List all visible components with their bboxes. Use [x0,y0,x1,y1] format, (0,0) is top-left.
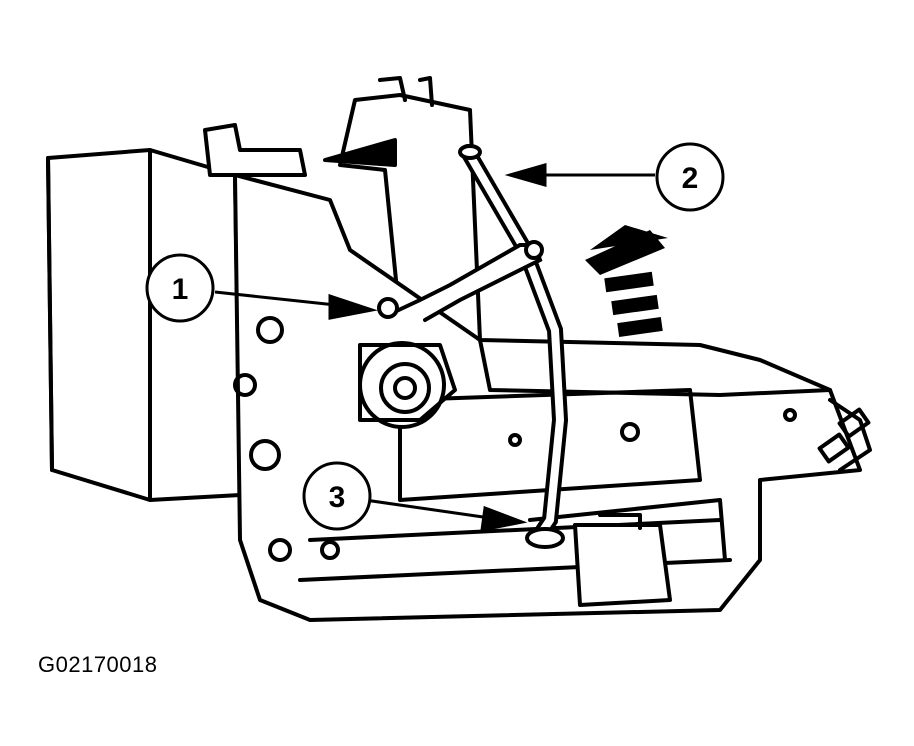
forward-direction-arrow [585,225,668,337]
callout-leaders [214,163,655,532]
figure-id: G02170018 [38,652,158,677]
transmission-illustration [46,76,872,622]
callout-2-label: 2 [682,162,699,195]
callout-1: 1 [145,253,215,323]
dipstick-tube [377,144,569,549]
callout-1-label: 1 [172,273,189,306]
callout-2: 2 [655,142,725,212]
callout-3-label: 3 [329,481,346,514]
callout-3: 3 [302,461,372,531]
